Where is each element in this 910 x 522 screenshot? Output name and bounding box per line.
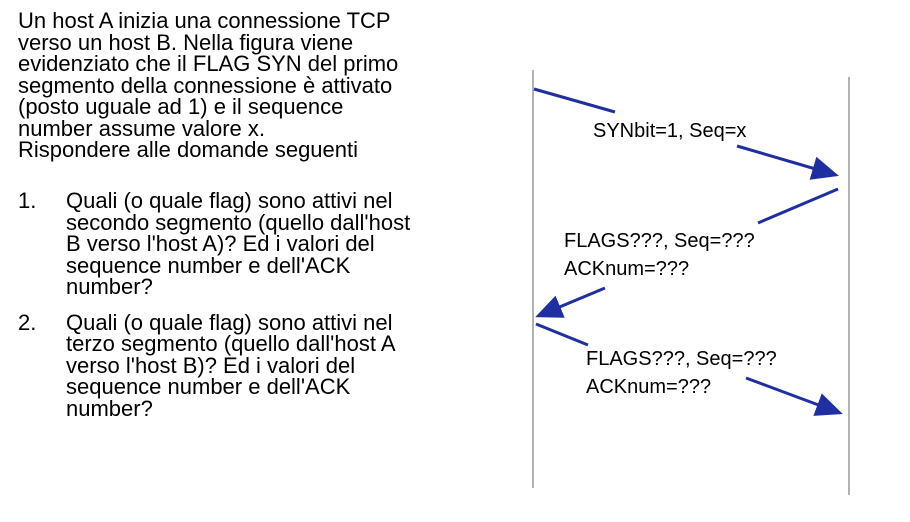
segment-3-label-line-2: ACKnum=??? [586,376,711,398]
segment-3-arrow-end [745,376,843,416]
intro-line: evidenziato che il FLAG SYN del primo [18,51,399,76]
question-line: sequence number e dell'ACK [66,374,351,399]
question-line: Quali (o quale flag) sono attivi nel [66,188,393,213]
segment-1-arrow-end [736,144,839,180]
segment-2-label-line-2: ACKnum=??? [564,258,689,280]
question-item: 2. Quali (o quale flag) sono attivi nel … [18,309,498,421]
question-line: sequence number e dell'ACK [66,252,351,278]
question-line: terzo segmento (quello dall'host A [66,331,396,356]
segment-3-arrow-start [535,322,589,347]
question-line: number? [66,395,153,421]
segment-1-arrow-start [533,87,616,114]
segment-2-arrow-start [757,187,839,225]
question-item: 1. Quali (o quale flag) sono attivi nel … [18,190,498,298]
intro-line: number assume valore x. [18,115,265,141]
question-number: 1. [18,188,37,213]
question-number: 2. [18,309,37,335]
question-list: 1. Quali (o quale flag) sono attivi nel … [18,190,498,433]
segment-2-label-line-1: FLAGS???, Seq=??? [564,230,755,252]
intro-line: verso un host B. Nella figura viene [18,29,354,55]
segment-1-label: SYNbit=1, Seq=x [593,120,746,142]
question-line: verso l'host B)? Ed i valori del [66,352,356,378]
question-text: Quali (o quale flag) sono attivi nel sec… [66,190,498,298]
question-line: secondo segmento (quello dall'host [66,209,411,235]
intro-line: Un host A inizia una connessione TCP [18,8,391,33]
intro-line: segmento della connessione è attivato [18,72,393,98]
intro-line: Rispondere alle domande seguenti [18,137,359,162]
segment-2-arrow-end [535,286,606,318]
question-line: B verso l'host A)? Ed i valori del [66,231,375,256]
intro-line: (posto uguale ad 1) e il sequence [18,94,344,119]
question-line: Quali (o quale flag) sono attivi nel [66,309,393,335]
question-line: number? [66,274,153,299]
intro-text: Un host A inizia una connessione TCP ver… [18,10,488,161]
question-text: Quali (o quale flag) sono attivi nel ter… [66,309,498,421]
segment-3-label-line-1: FLAGS???, Seq=??? [586,348,777,370]
